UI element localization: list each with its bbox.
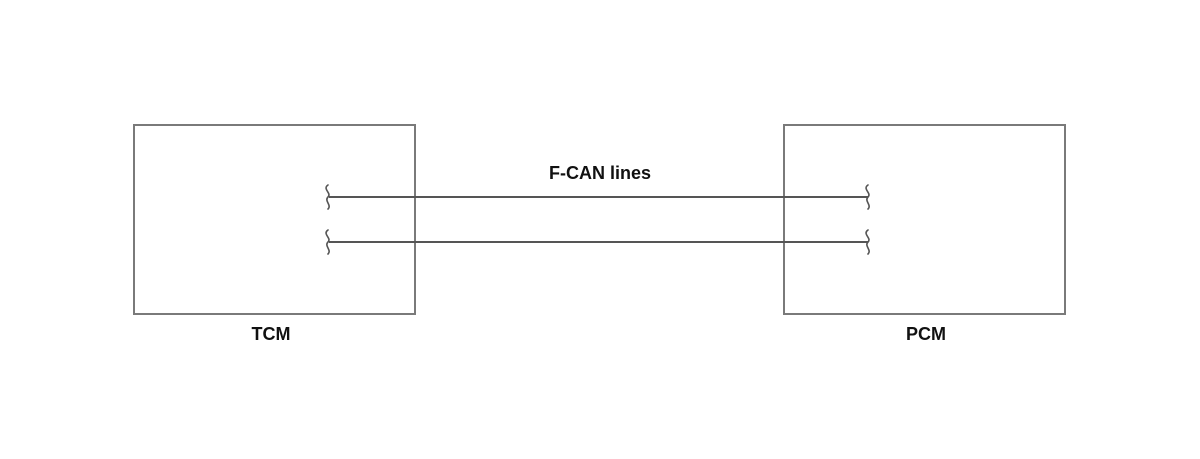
wire-break-right-top-icon bbox=[865, 184, 870, 210]
tcm-module-box bbox=[133, 124, 416, 315]
pcm-label: PCM bbox=[906, 324, 946, 344]
wire-break-left-bottom-icon bbox=[325, 229, 330, 255]
bus-label: F-CAN lines bbox=[549, 163, 651, 183]
wire-break-right-bottom-icon bbox=[865, 229, 870, 255]
tcm-label: TCM bbox=[252, 324, 291, 344]
wire-break-left-top-icon bbox=[325, 184, 330, 210]
pcm-module-box bbox=[783, 124, 1066, 315]
